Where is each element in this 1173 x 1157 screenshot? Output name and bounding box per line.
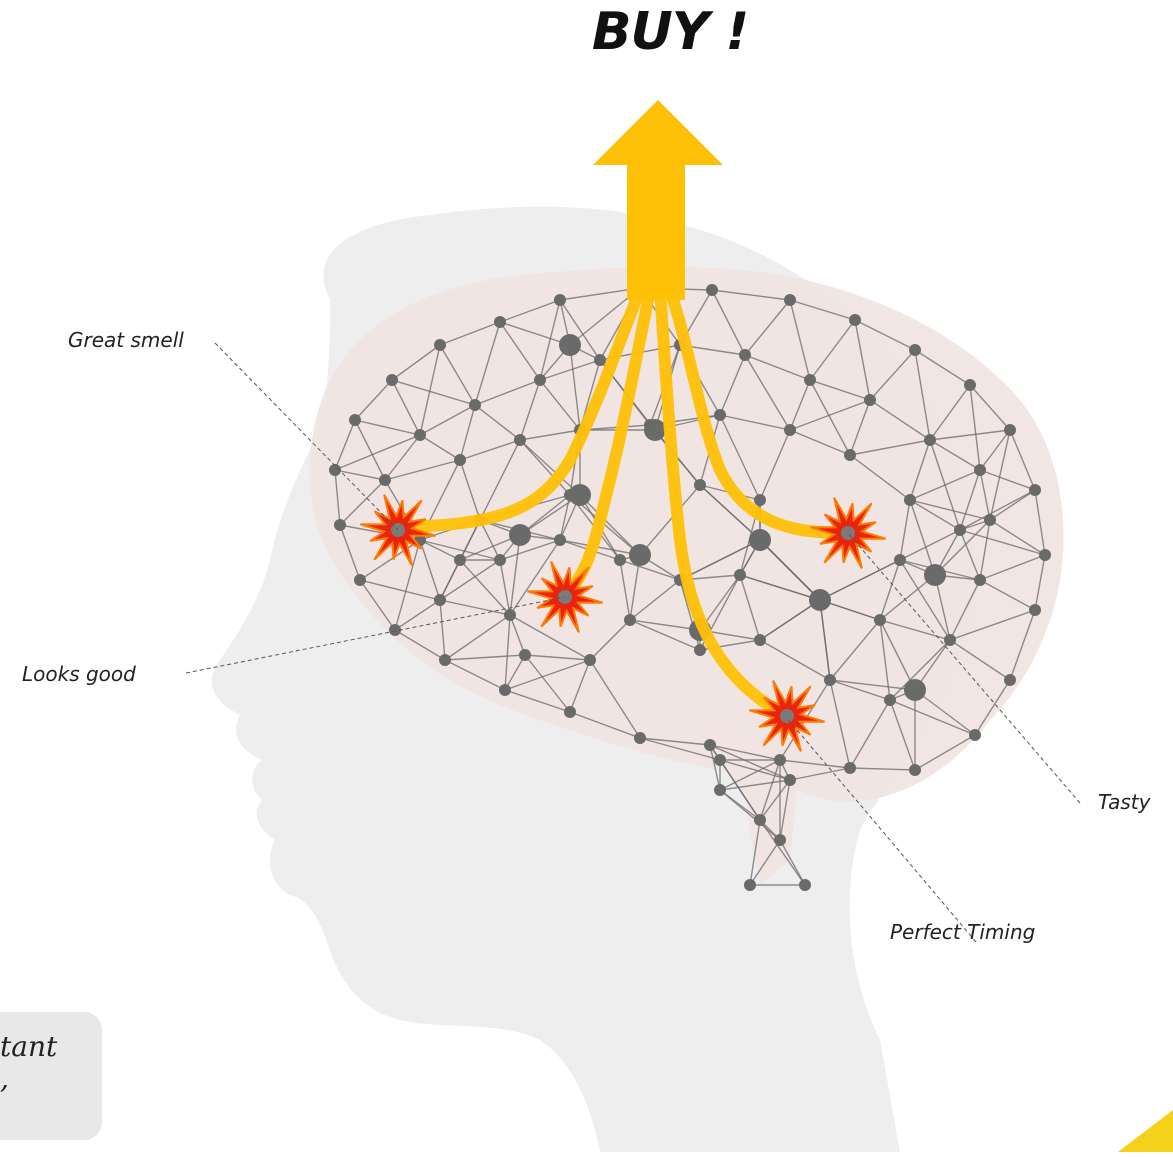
network-node xyxy=(379,474,391,486)
network-node xyxy=(754,494,766,506)
network-node xyxy=(634,732,646,744)
network-node xyxy=(904,679,926,701)
network-node xyxy=(564,706,576,718)
network-node xyxy=(569,484,591,506)
network-node xyxy=(706,284,718,296)
network-node xyxy=(1029,484,1041,496)
network-node xyxy=(969,729,981,741)
network-node xyxy=(554,294,566,306)
network-node xyxy=(434,594,446,606)
network-node xyxy=(534,374,546,386)
network-node xyxy=(554,534,566,546)
network-node xyxy=(469,399,481,411)
network-node xyxy=(629,544,651,566)
network-node xyxy=(454,554,466,566)
network-node xyxy=(974,464,986,476)
network-node xyxy=(624,614,636,626)
network-node xyxy=(944,634,956,646)
network-node xyxy=(714,409,726,421)
label-looks-good: Looks good xyxy=(22,662,136,686)
network-node xyxy=(714,784,726,796)
network-node xyxy=(784,424,796,436)
network-node xyxy=(694,479,706,491)
network-node xyxy=(1004,674,1016,686)
network-node xyxy=(349,414,361,426)
network-node xyxy=(824,674,836,686)
network-node xyxy=(594,354,606,366)
network-node xyxy=(494,316,506,328)
headline: BUY ! xyxy=(0,2,1173,62)
network-node xyxy=(984,514,996,526)
network-node xyxy=(784,774,796,786)
network-node xyxy=(514,434,526,446)
network-node xyxy=(754,634,766,646)
network-node xyxy=(614,554,626,566)
network-node xyxy=(644,419,666,441)
note-card: tant , xyxy=(0,1012,102,1140)
network-node xyxy=(354,574,366,586)
network-node xyxy=(704,739,716,751)
network-node xyxy=(909,344,921,356)
network-node xyxy=(1029,604,1041,616)
network-node xyxy=(509,524,531,546)
network-node xyxy=(739,349,751,361)
network-node xyxy=(734,569,746,581)
burst-core xyxy=(841,526,855,540)
network-node xyxy=(1004,424,1016,436)
network-node xyxy=(784,294,796,306)
label-perfect-timing: Perfect Timing xyxy=(890,920,1035,944)
burst-core xyxy=(780,709,794,723)
network-node xyxy=(954,524,966,536)
label-great-smell: Great smell xyxy=(68,328,184,352)
network-node xyxy=(694,644,706,656)
network-node xyxy=(386,374,398,386)
network-node xyxy=(584,654,596,666)
network-node xyxy=(434,339,446,351)
network-node xyxy=(844,762,856,774)
network-node xyxy=(864,394,876,406)
network-node xyxy=(964,379,976,391)
network-node xyxy=(749,529,771,551)
network-node xyxy=(894,554,906,566)
network-node xyxy=(874,614,886,626)
corner-decoration xyxy=(1118,1110,1173,1152)
network-node xyxy=(1039,549,1051,561)
network-node xyxy=(804,374,816,386)
network-node xyxy=(799,879,811,891)
note-line-2: , xyxy=(0,1062,9,1095)
network-node xyxy=(559,334,581,356)
network-node xyxy=(454,454,466,466)
network-node xyxy=(754,814,766,826)
note-line-1: tant xyxy=(0,1030,57,1063)
network-node xyxy=(499,684,511,696)
network-node xyxy=(924,564,946,586)
network-node xyxy=(849,314,861,326)
network-node xyxy=(909,764,921,776)
network-node xyxy=(774,834,786,846)
network-node xyxy=(519,649,531,661)
label-tasty: Tasty xyxy=(1098,790,1150,814)
network-node xyxy=(504,609,516,621)
network-node xyxy=(974,574,986,586)
network-node xyxy=(884,694,896,706)
network-node xyxy=(774,754,786,766)
network-node xyxy=(924,434,936,446)
network-node xyxy=(714,754,726,766)
network-node xyxy=(844,449,856,461)
network-node xyxy=(904,494,916,506)
network-node xyxy=(744,879,756,891)
network-node xyxy=(494,554,506,566)
network-node xyxy=(334,519,346,531)
network-node xyxy=(439,654,451,666)
network-node xyxy=(414,429,426,441)
network-node xyxy=(809,589,831,611)
